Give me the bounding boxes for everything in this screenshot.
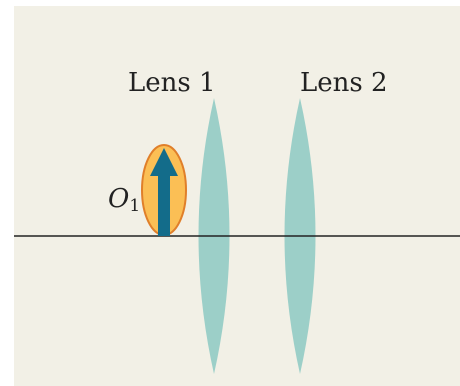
lens-1-label: Lens 1: [128, 68, 216, 98]
lens-2-label: Lens 2: [300, 68, 388, 98]
object-subscript: 1: [129, 196, 141, 216]
object-label: O1: [108, 186, 140, 215]
arrow-shaft: [158, 172, 170, 236]
arrow-head: [150, 148, 178, 176]
upright-arrow-icon: [150, 148, 178, 236]
object-o1: [141, 144, 187, 236]
object-letter: O: [108, 184, 130, 214]
diagram-background: [14, 6, 460, 386]
